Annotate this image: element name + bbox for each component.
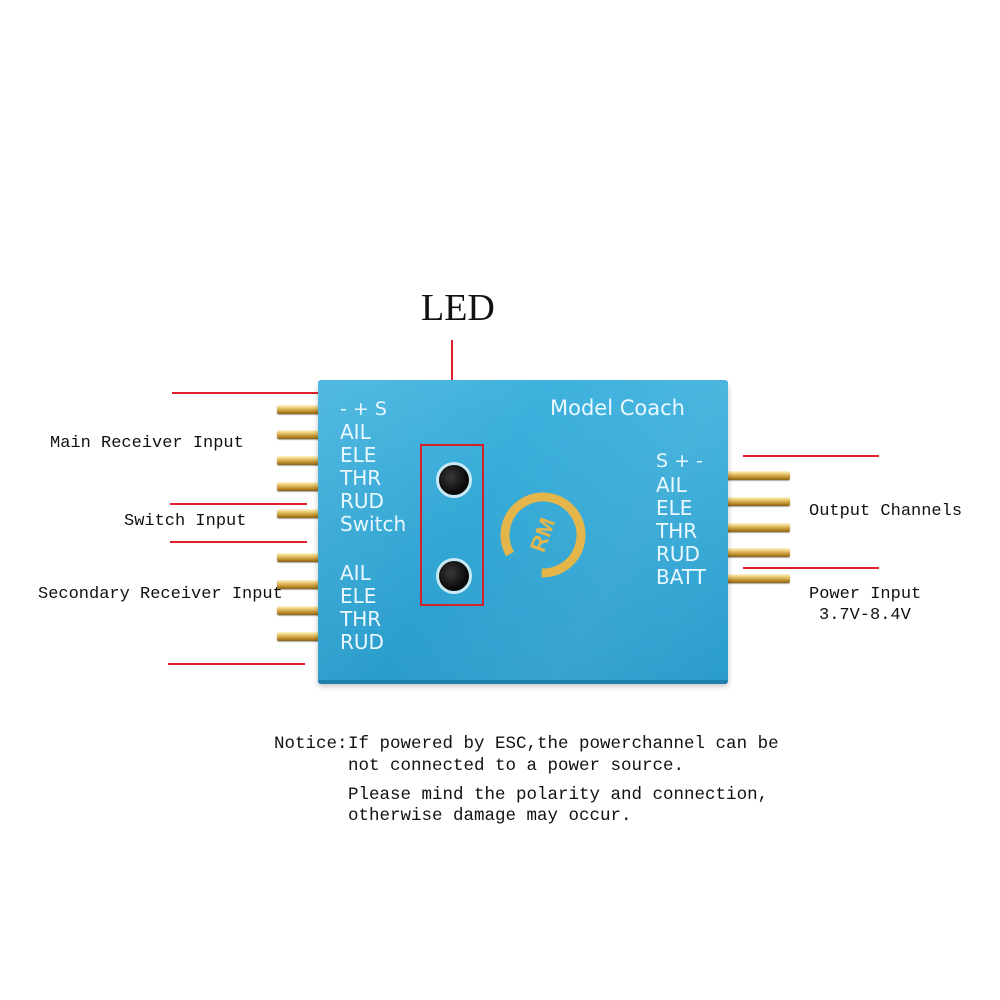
led-hole-bottom	[436, 558, 472, 594]
left-pin	[277, 405, 321, 414]
notice-line2: not connected to a power source.	[348, 756, 685, 776]
left-pin	[277, 553, 321, 562]
notice-line3: Please mind the polarity and connection,	[348, 785, 769, 805]
switch-bottom-line	[170, 541, 307, 543]
main-input-top-line	[172, 392, 318, 394]
left-silk-lower-ail: AIL	[340, 561, 371, 585]
led-highlight-box	[420, 444, 484, 606]
right-pin	[724, 471, 790, 480]
switch-top-line	[170, 503, 307, 505]
right-silk-pins: S + -	[656, 450, 703, 472]
right-silk-ele: ELE	[656, 496, 693, 520]
right-pin	[724, 523, 790, 532]
left-silk-lower-rud: RUD	[340, 630, 384, 654]
right-pin	[724, 548, 790, 557]
left-silk-switch: Switch	[340, 512, 407, 536]
right-silk-batt: BATT	[656, 565, 706, 589]
switch-input-label: Switch Input	[124, 512, 247, 531]
output-top-line	[743, 455, 879, 457]
power-voltage-label: 3.7V-8.4V	[819, 606, 911, 625]
notice-line4: otherwise damage may occur.	[348, 806, 632, 826]
board-shine	[318, 380, 728, 680]
left-silk-pins: - + S	[340, 398, 387, 420]
led-label: LED	[421, 287, 495, 329]
logo-icon: RM	[500, 492, 586, 578]
left-silk-ail: AIL	[340, 420, 371, 444]
left-pin	[277, 482, 321, 491]
circuit-board: - + S AIL ELE THR RUD Switch AIL ELE THR…	[318, 380, 728, 680]
board-title: Model Coach	[550, 396, 685, 420]
secondary-receiver-input-label: Secondary Receiver Input	[38, 585, 283, 604]
left-pin	[277, 430, 321, 439]
notice-prefix: Notice:	[274, 734, 348, 754]
secondary-bottom-line	[168, 663, 305, 665]
svg-text:RM: RM	[525, 514, 560, 555]
output-channels-label: Output Channels	[809, 502, 963, 521]
left-pin	[277, 632, 321, 641]
left-silk-lower-thr: THR	[340, 607, 382, 631]
left-silk-rud: RUD	[340, 489, 384, 513]
left-pin	[277, 456, 321, 465]
left-silk-thr: THR	[340, 466, 382, 490]
left-pin	[277, 606, 321, 615]
right-silk-rud: RUD	[656, 542, 700, 566]
led-hole-top	[436, 462, 472, 498]
notice-line1: If powered by ESC,the powerchannel can b…	[348, 734, 779, 754]
left-pin	[277, 509, 321, 518]
right-silk-ail: AIL	[656, 473, 687, 497]
left-silk-ele: ELE	[340, 443, 377, 467]
right-pin	[724, 574, 790, 583]
main-receiver-input-label: Main Receiver Input	[50, 434, 244, 453]
left-pin	[277, 580, 321, 589]
power-input-label: Power Input	[809, 585, 922, 604]
right-pin	[724, 497, 790, 506]
power-line	[743, 567, 879, 569]
right-silk-thr: THR	[656, 519, 698, 543]
left-silk-lower-ele: ELE	[340, 584, 377, 608]
